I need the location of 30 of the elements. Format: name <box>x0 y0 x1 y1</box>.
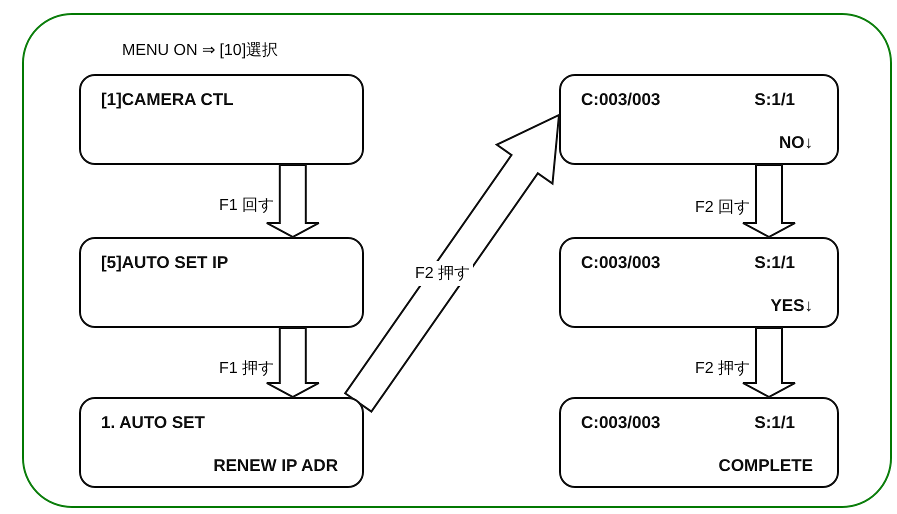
menu-instruction: MENU ON ⇒ [10]選択 <box>122 41 278 61</box>
screen-text: NO↓ <box>779 133 813 153</box>
screen-text: S:1/1 <box>754 90 795 110</box>
block-arrow <box>266 164 320 238</box>
display-screen-box <box>79 397 364 488</box>
display-screen-box <box>559 397 839 488</box>
screen-text: YES↓ <box>770 296 813 316</box>
edge-label: F1 回す <box>218 196 276 216</box>
display-screen-box <box>79 237 364 328</box>
edge-label: F2 回す <box>694 198 752 218</box>
screen-text: C:003/003 <box>581 253 660 273</box>
screen-text: C:003/003 <box>581 90 660 110</box>
display-screen-box <box>559 74 839 165</box>
screen-text: S:1/1 <box>754 253 795 273</box>
screen-text: RENEW IP ADR <box>213 456 338 476</box>
block-arrow <box>344 113 560 413</box>
screen-text: S:1/1 <box>754 413 795 433</box>
display-screen-box <box>559 237 839 328</box>
edge-label: F2 押す <box>694 359 752 379</box>
screen-text: 1. AUTO SET <box>101 413 205 433</box>
edge-label: F1 押す <box>218 359 276 379</box>
screen-text: C:003/003 <box>581 413 660 433</box>
screen-text: [1]CAMERA CTL <box>101 90 234 110</box>
screen-text: [5]AUTO SET IP <box>101 253 228 273</box>
display-screen-box <box>79 74 364 165</box>
block-arrow <box>742 327 796 398</box>
frame-panel <box>22 13 892 508</box>
block-arrow <box>266 327 320 398</box>
block-arrow <box>742 164 796 238</box>
screen-text: COMPLETE <box>718 456 813 476</box>
